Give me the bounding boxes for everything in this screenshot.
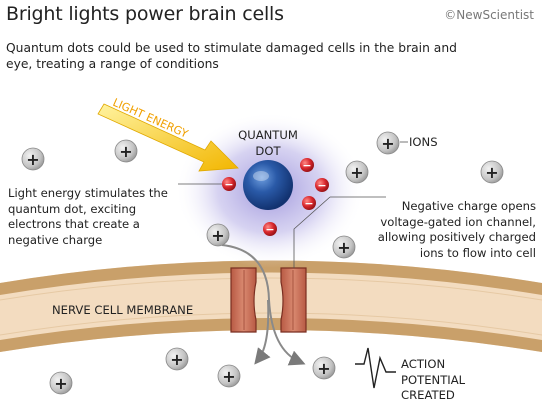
- svg-text:+: +: [119, 142, 132, 161]
- positive-ion: +: [165, 347, 189, 371]
- positive-ion: +: [480, 160, 504, 184]
- positive-ion: +: [345, 160, 369, 184]
- svg-text:+: +: [211, 226, 224, 245]
- svg-text:+: +: [26, 150, 39, 169]
- svg-text:+: +: [337, 238, 350, 257]
- action-potential-icon: [355, 347, 396, 389]
- positive-ion: +: [206, 223, 230, 247]
- svg-text:−: −: [302, 159, 311, 172]
- electrons: − − − − −: [222, 158, 329, 236]
- svg-text:+: +: [170, 350, 183, 369]
- subtitle: Quantum dots could be used to stimulate …: [6, 41, 457, 71]
- positive-ion: +: [49, 371, 73, 395]
- positive-ion: +: [217, 364, 241, 388]
- ion-channel: [230, 267, 307, 333]
- electron: −: [222, 177, 236, 191]
- positive-ion: +: [376, 131, 400, 155]
- membrane-label: NERVE CELL MEMBRANE: [52, 303, 194, 317]
- svg-text:−: −: [224, 178, 233, 191]
- positive-ion: +: [114, 139, 138, 163]
- quantum-dot-label: QUANTUM DOT: [238, 128, 298, 158]
- electron: −: [263, 222, 277, 236]
- light-energy-arrow: [97, 103, 239, 172]
- ion-flow-arrows: [221, 244, 306, 366]
- ions: + + + + + + + + + + +: [21, 131, 504, 395]
- electron: −: [315, 178, 329, 192]
- positive-ion: +: [21, 147, 45, 171]
- svg-text:+: +: [222, 367, 235, 386]
- svg-text:+: +: [381, 134, 394, 153]
- page-title: Bright lights power brain cells: [6, 3, 284, 25]
- positive-ion: +: [312, 356, 336, 380]
- svg-text:−: −: [317, 179, 326, 192]
- light-energy-note: Light energy stimulates the quantum dot,…: [8, 186, 168, 247]
- svg-text:+: +: [485, 163, 498, 182]
- brand-logo: ©NewScientist: [444, 8, 534, 22]
- action-potential-label: ACTION POTENTIAL CREATED: [401, 357, 466, 402]
- svg-text:+: +: [317, 359, 330, 378]
- positive-ion: +: [332, 235, 356, 259]
- electron: −: [302, 196, 316, 210]
- ions-label: IONS: [409, 135, 438, 149]
- quantum-dot: [243, 160, 293, 210]
- svg-text:+: +: [350, 163, 363, 182]
- svg-text:−: −: [265, 223, 274, 236]
- electron: −: [300, 158, 314, 172]
- svg-text:−: −: [304, 197, 313, 210]
- callout-lines: [178, 141, 408, 268]
- ion-channel-note: Negative charge opens voltage-gated ion …: [377, 199, 536, 260]
- svg-text:+: +: [54, 374, 67, 393]
